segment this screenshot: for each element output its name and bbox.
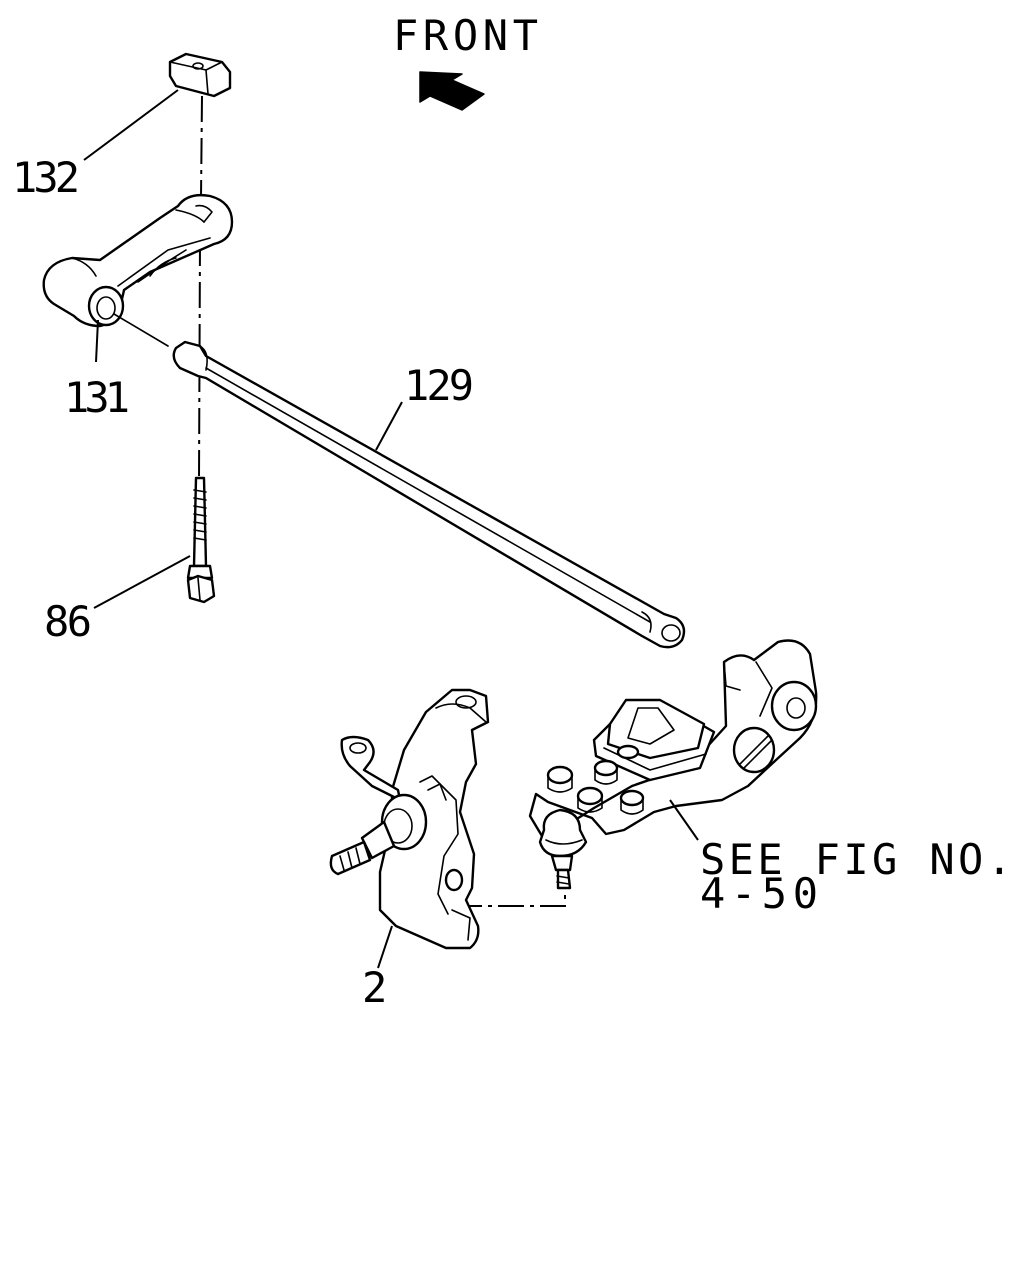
- callout-132: 132: [12, 153, 80, 202]
- part-131-torsion-arm: [42, 193, 234, 328]
- callout-2: 2: [362, 963, 387, 1012]
- part-86-bolt: [186, 476, 216, 604]
- leader-86: [93, 555, 191, 609]
- front-arrow-icon: [419, 71, 485, 111]
- front-label: FRONT: [393, 11, 538, 60]
- control-arm-bolts: [546, 744, 645, 815]
- ball-joint: [538, 808, 588, 890]
- part-132-retainer: [168, 52, 232, 98]
- callout-leaders: [83, 89, 699, 969]
- leader-2: [377, 925, 393, 969]
- callout-129: 129: [404, 361, 474, 410]
- leader-132: [83, 89, 179, 161]
- callout-131: 131: [64, 373, 130, 422]
- callout-86: 86: [44, 597, 92, 646]
- see-fig-reference: SEE FIG NO.: [700, 835, 1012, 884]
- part-2-steering-knuckle: [329, 688, 490, 950]
- leader-see-fig: [669, 799, 699, 841]
- leader-131: [95, 319, 99, 363]
- assembly-guide-lines: [198, 95, 566, 907]
- part-129-torsion-bar: [113, 313, 686, 649]
- leader-129: [375, 401, 403, 451]
- lower-control-arm-assembly: [528, 639, 818, 890]
